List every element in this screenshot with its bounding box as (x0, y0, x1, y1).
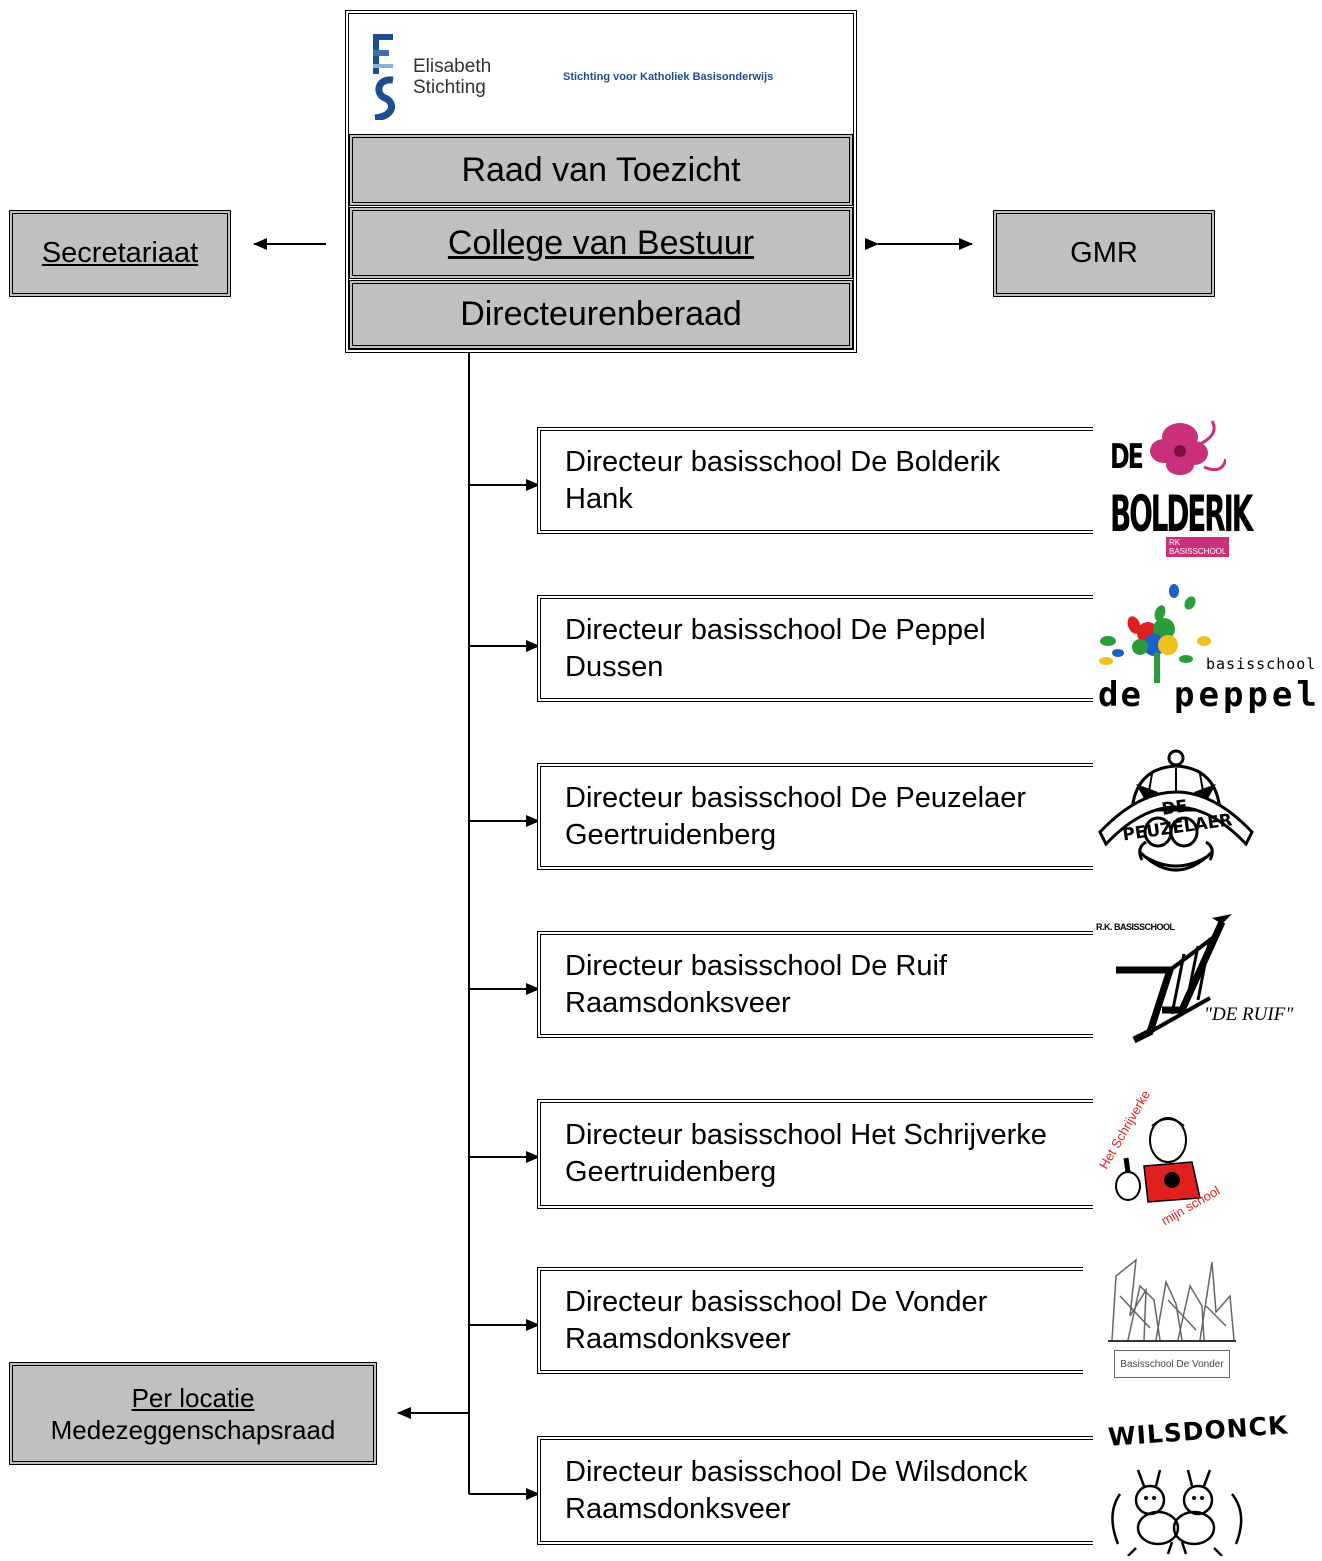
vonder-name-text: Basisschool De Vonder (1114, 1350, 1230, 1378)
bolderik-rk-text: RK BASISSCHOOL (1166, 537, 1230, 557)
directeurenberaad-label: Directeurenberaad (460, 295, 742, 333)
peppel-basisschool-text: basisschool (1206, 655, 1317, 673)
vonder-logo: Basisschool De Vonder (1106, 1256, 1238, 1382)
school-place: Dussen (565, 650, 664, 683)
brand-line-2: Stichting (413, 77, 486, 98)
peuzelaer-logo: DE PEUZELAER (1096, 748, 1256, 882)
school-title: Directeur basisschool De Wilsdonck (565, 1455, 1028, 1488)
raad-van-toezicht-label: Raad van Toezicht (461, 150, 741, 189)
college-van-bestuur-link[interactable]: College van Bestuur (447, 223, 755, 262)
school-title: Directeur basisschool De Peppel (565, 613, 986, 646)
secretariaat-link[interactable]: Secretariaat (41, 237, 199, 269)
peppel-name-text: peppel (1174, 675, 1321, 715)
gmr-label: GMR (1070, 237, 1138, 269)
schrijverke-logo: Het Schrijverke mijn school (1096, 1088, 1224, 1229)
school-place: Raamsdonksveer (565, 1322, 791, 1355)
bolderik-de-text: DE (1110, 437, 1144, 477)
wilsdonck-logo: WILSDONCK (1098, 1404, 1289, 1557)
organisation-header-box: Elisabeth Stichting Stichting voor Katho… (345, 10, 857, 353)
secretariaat-box[interactable]: Secretariaat (9, 210, 231, 297)
elisabeth-stichting-logo (373, 34, 395, 120)
school-place: Raamsdonksveer (565, 986, 791, 1019)
brand-panel: Elisabeth Stichting Stichting voor Katho… (349, 14, 853, 134)
per-locatie-link[interactable]: Per locatie (131, 1382, 255, 1413)
peppel-logo: basisschool de peppel (1094, 583, 1317, 717)
school-box-vonder: Directeur basisschool De Vonder Raamsdon… (537, 1267, 1083, 1374)
gmr-box: GMR (993, 210, 1215, 297)
school-title: Directeur basisschool De Peuzelaer (565, 781, 1026, 814)
school-place: Raamsdonksveer (565, 1492, 791, 1525)
school-title: Directeur basisschool De Bolderik (565, 445, 1001, 478)
school-place: Hank (565, 482, 633, 515)
school-box-schrijverke: Directeur basisschool Het Schrijverke Ge… (537, 1099, 1093, 1209)
school-title: Directeur basisschool De Vonder (565, 1285, 988, 1318)
peppel-de-text: de (1098, 675, 1143, 715)
school-box-wilsdonck: Directeur basisschool De Wilsdonck Raams… (537, 1436, 1093, 1545)
school-box-bolderik: Directeur basisschool De Bolderik Hank (537, 427, 1093, 534)
brand-line-1: Elisabeth (413, 56, 492, 77)
ruif-name-text: "DE RUIF" (1204, 1004, 1294, 1025)
school-box-ruif: Directeur basisschool De Ruif Raamsdonks… (537, 931, 1093, 1038)
bolderik-logo: DE BOLDERIK RK BASISSCHOOL (1108, 415, 1253, 557)
directeurenberaad-box: Directeurenberaad (349, 280, 853, 349)
ruif-rk-text: R.K. BASISSCHOOL (1096, 922, 1175, 932)
brand-tagline: Stichting voor Katholiek Basisonderwijs (563, 71, 774, 83)
medezeggenschapsraad-label: Medezeggenschapsraad (50, 1414, 336, 1445)
school-box-peuzelaer: Directeur basisschool De Peuzelaer Geert… (537, 763, 1093, 870)
raad-van-toezicht-box: Raad van Toezicht (349, 134, 853, 206)
school-place: Geertruidenberg (565, 1156, 777, 1188)
bolderik-name-text: BOLDERIK (1110, 485, 1253, 543)
brand-name: Elisabeth Stichting (413, 56, 491, 98)
college-van-bestuur-box[interactable]: College van Bestuur (349, 207, 853, 279)
school-box-peppel: Directeur basisschool De Peppel Dussen (537, 595, 1093, 702)
school-title: Directeur basisschool Het Schrijverke (565, 1119, 1047, 1151)
school-title: Directeur basisschool De Ruif (565, 949, 947, 982)
medezeggenschapsraad-box[interactable]: Per locatie Medezeggenschapsraad (9, 1362, 377, 1465)
school-place: Geertruidenberg (565, 818, 777, 851)
ruif-logo: R.K. BASISSCHOOL "DE RUIF" (1094, 914, 1296, 1046)
